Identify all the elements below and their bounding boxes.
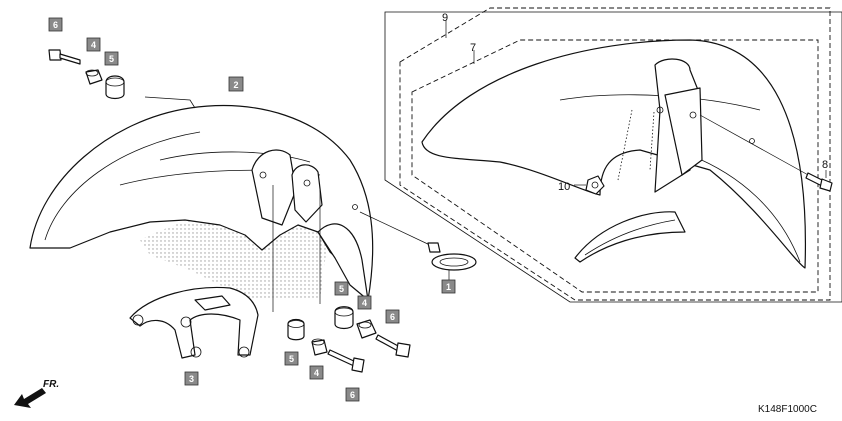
collar-4-top — [85, 69, 103, 85]
grommet-5-right — [319, 190, 354, 330]
front-arrow-icon: FR. — [14, 379, 59, 408]
front-fender-main — [29, 96, 374, 301]
callout-4-bottom: 4 — [309, 365, 324, 380]
callout-8: 8 — [822, 159, 828, 171]
inset-border — [384, 11, 842, 303]
direction-label: FR. — [43, 379, 59, 390]
bolt-6-right — [375, 334, 411, 358]
callout-4-top: 4 — [86, 37, 101, 52]
grommet-5-bottom — [272, 185, 305, 341]
callout-6-bottom: 6 — [345, 387, 360, 402]
callout-2: 2 — [228, 76, 244, 92]
collar-4-right — [356, 319, 377, 339]
svg-text:6: 6 — [350, 390, 355, 400]
nut-10 — [574, 175, 605, 195]
callout-4-right: 4 — [357, 295, 372, 310]
bolt-6-top — [48, 49, 81, 65]
svg-text:6: 6 — [390, 312, 395, 322]
svg-text:3: 3 — [189, 374, 194, 384]
callout-10: 10 — [558, 181, 570, 193]
reflector-1 — [359, 211, 477, 271]
callout-1: 1 — [441, 279, 456, 294]
svg-text:5: 5 — [289, 354, 294, 364]
inset-fender — [421, 39, 807, 269]
callout-9: 9 — [442, 12, 448, 24]
figure-code: K148F1000C — [758, 404, 817, 415]
svg-text:5: 5 — [109, 54, 114, 64]
svg-text:2: 2 — [233, 80, 238, 90]
callout-3: 3 — [184, 371, 199, 386]
callout-5-top: 5 — [104, 51, 119, 66]
svg-text:5: 5 — [339, 284, 344, 294]
svg-text:6: 6 — [53, 20, 58, 30]
callout-6-right: 6 — [385, 309, 400, 324]
set-boundary-7 — [411, 39, 819, 293]
svg-text:4: 4 — [314, 368, 319, 378]
set-boundary-9 — [399, 7, 831, 301]
callout-5-bottom: 5 — [284, 351, 299, 366]
grommet-5-top — [105, 75, 125, 100]
svg-text:4: 4 — [362, 298, 367, 308]
callout-6-top: 6 — [48, 17, 63, 32]
callout-7: 7 — [470, 42, 476, 54]
bolt-8 — [699, 114, 833, 192]
callout-5-right: 5 — [334, 281, 349, 296]
inset-panel — [384, 7, 842, 303]
bolt-6-bottom — [327, 349, 365, 373]
fender-stay-3 — [129, 286, 259, 359]
svg-text:4: 4 — [91, 40, 96, 50]
svg-text:1: 1 — [446, 282, 451, 292]
collar-4-bottom — [311, 338, 328, 356]
